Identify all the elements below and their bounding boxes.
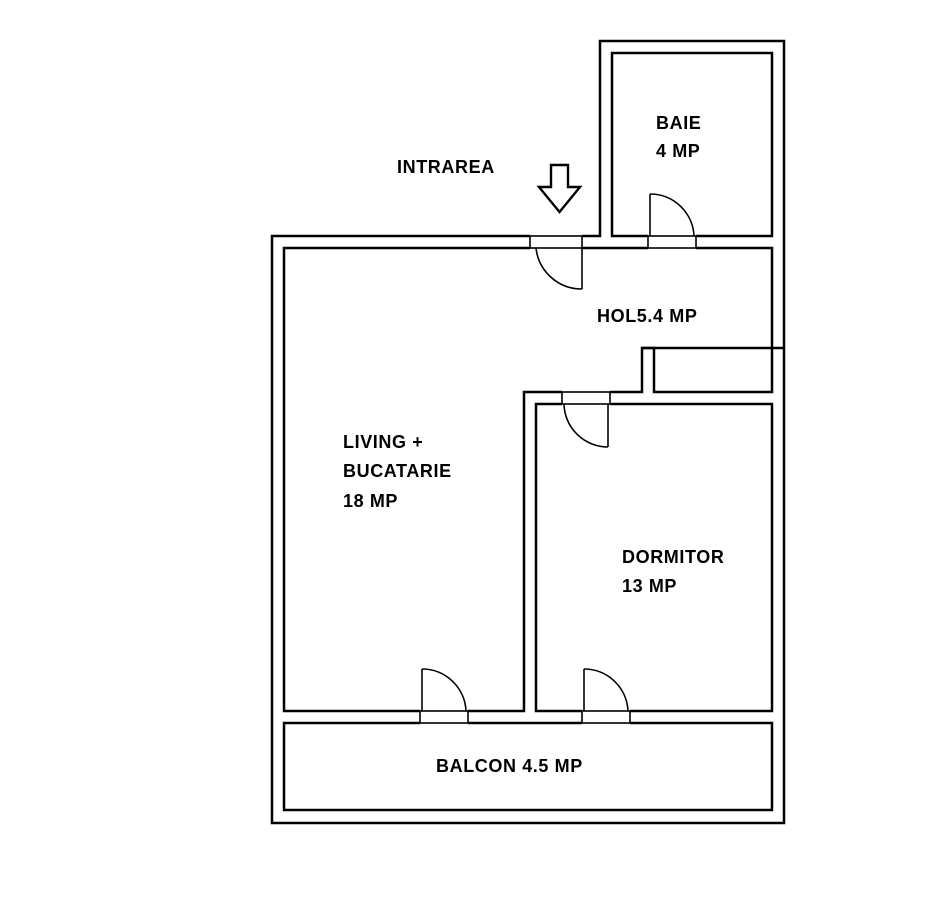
entrance-door-icon: [529, 234, 583, 290]
bathroom-name: BAIE: [656, 113, 701, 133]
down-arrow-icon: [536, 163, 583, 214]
bathroom-door-icon: [647, 193, 697, 250]
entrance-label: INTRAREA: [397, 157, 495, 177]
balcony-label: BALCON 4.5 MP: [436, 756, 583, 776]
outer-walls: [270, 39, 786, 825]
bedroom-balcony-door-icon: [581, 668, 631, 725]
living-area: 18 MP: [343, 491, 398, 511]
bedroom-name: DORMITOR: [622, 547, 724, 567]
living-name-line2: BUCATARIE: [343, 461, 452, 481]
living-name-line1: LIVING +: [343, 432, 423, 452]
hall-label: HOL5.4 MP: [597, 306, 697, 326]
bedroom-hall-door-icon: [561, 390, 611, 448]
living-balcony-door-icon: [419, 668, 469, 725]
bedroom-area: 13 MP: [622, 576, 677, 596]
bathroom-area: 4 MP: [656, 141, 700, 161]
